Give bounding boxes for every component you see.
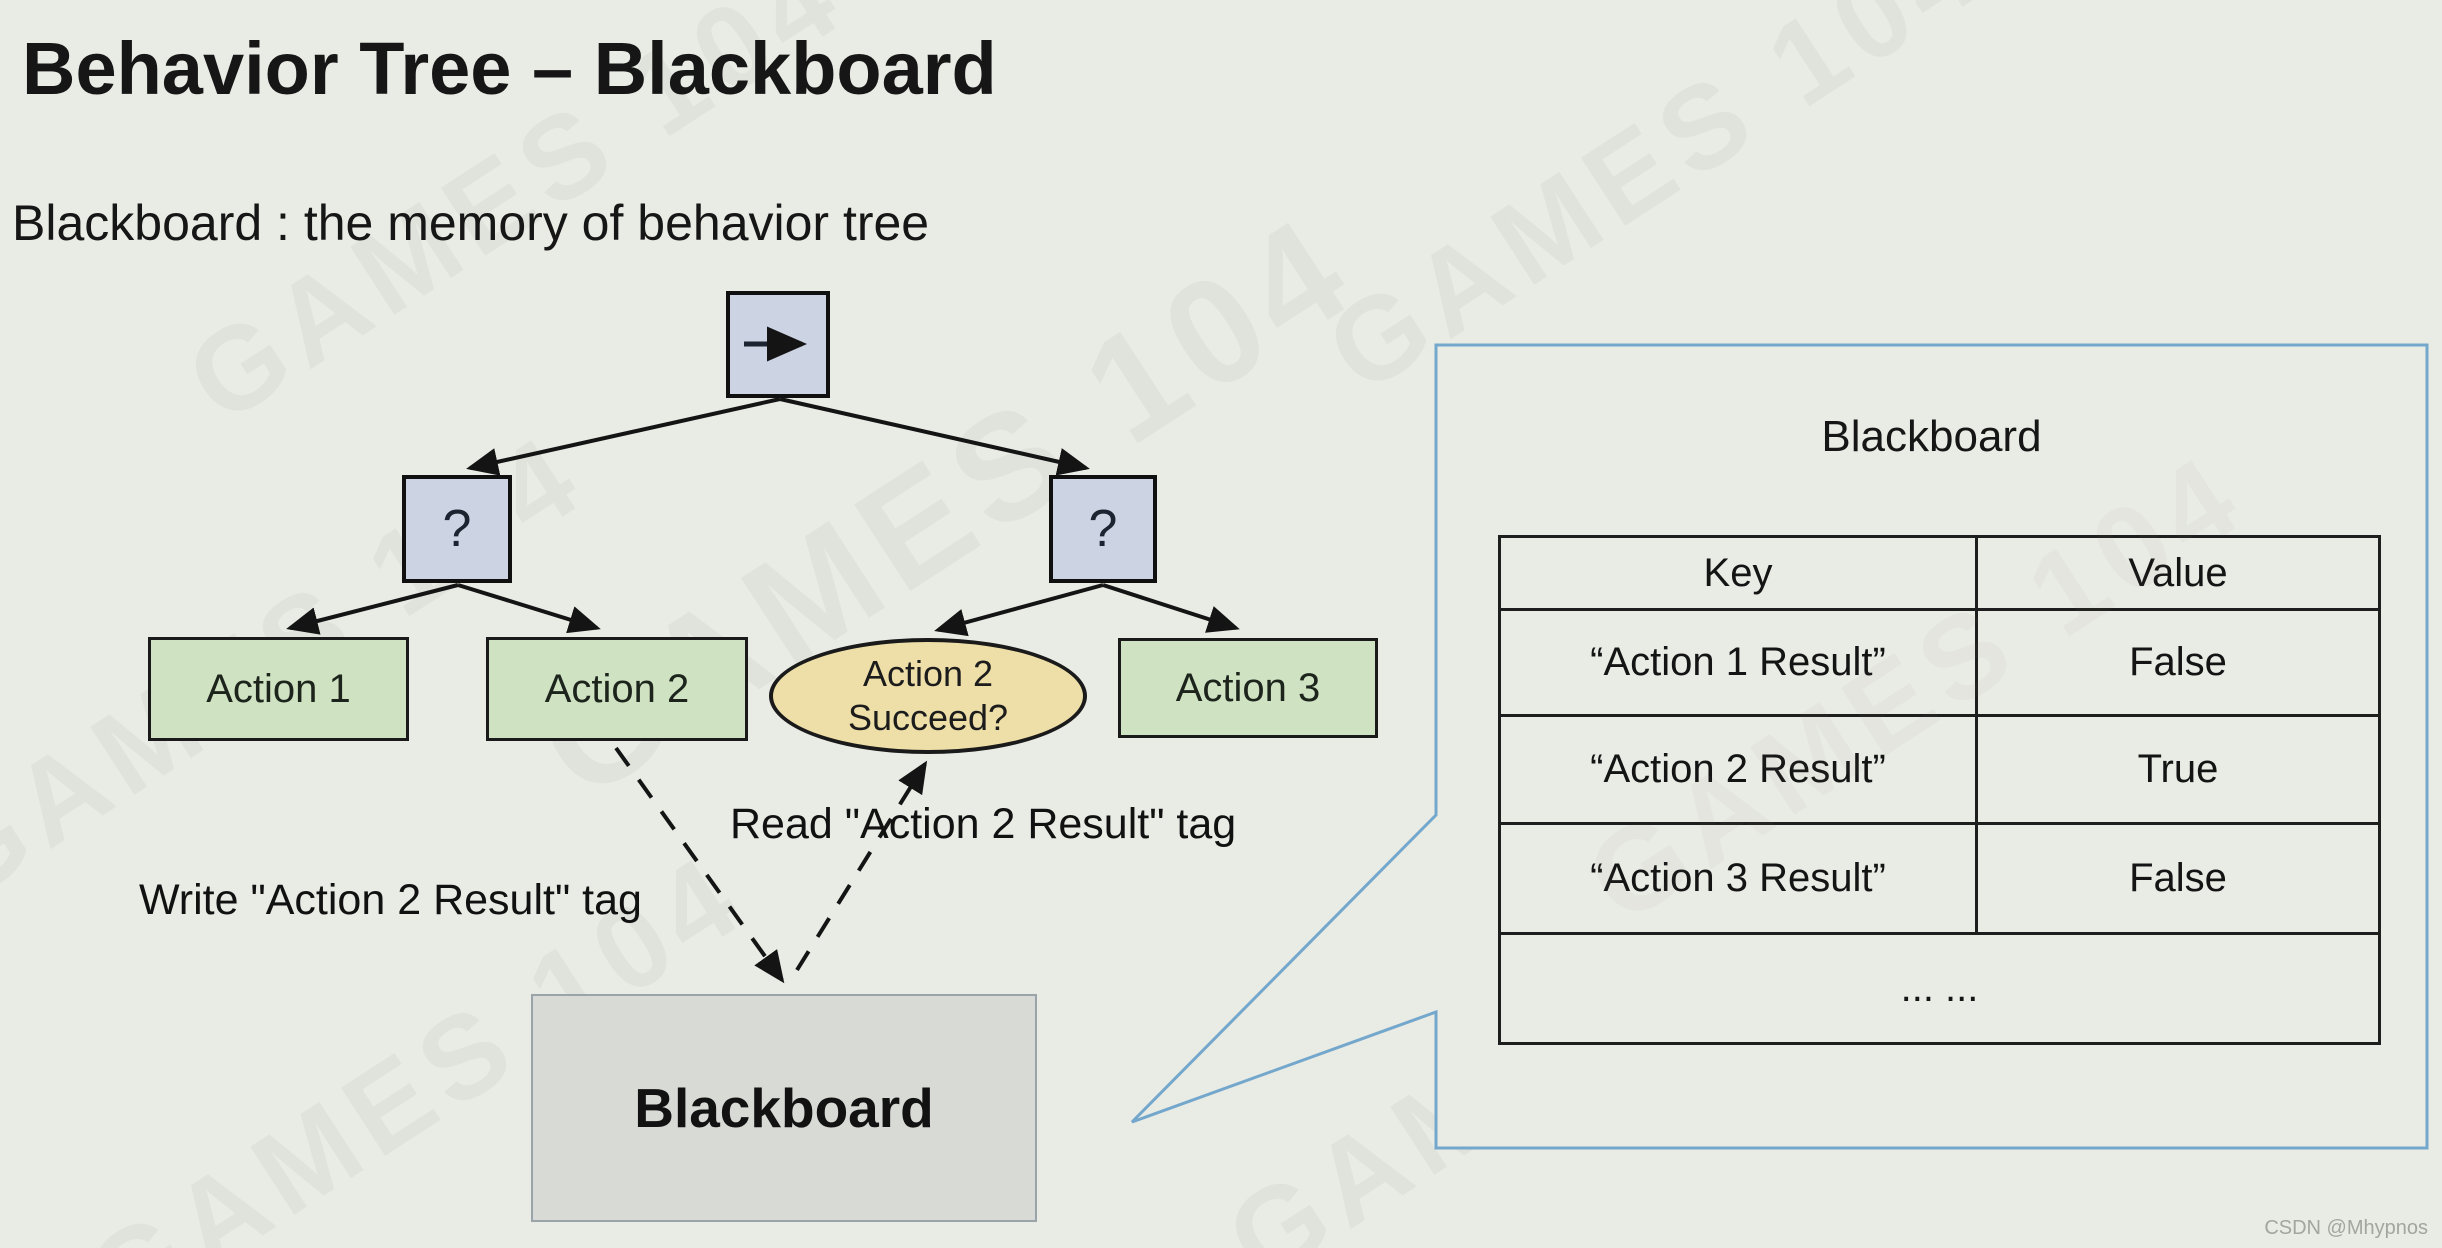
action2-node: Action 2 <box>486 637 748 741</box>
selector-question-label: ? <box>1088 500 1118 558</box>
key-cell: “Action 2 Result” <box>1498 714 1978 825</box>
csdn-credit: CSDN @Mhypnos <box>2264 1217 2428 1239</box>
table-row: “Action 1 Result” False <box>1498 608 2381 717</box>
key-cell: “Action 3 Result” <box>1498 822 1978 935</box>
table-header-row: Key Value <box>1498 535 2381 611</box>
value-cell: True <box>1975 714 2381 825</box>
read-tag-label: Read "Action 2 Result" tag <box>730 800 1237 848</box>
sequence-node <box>726 291 830 398</box>
blackboard-box: Blackboard <box>531 994 1037 1222</box>
action1-node: Action 1 <box>148 637 409 741</box>
callout-title: Blackboard <box>1821 412 2042 461</box>
read-arrow <box>795 760 928 972</box>
edge-root-to-selector-left <box>466 397 781 476</box>
selector-node-right: ? <box>1049 475 1157 583</box>
subtitle: Blackboard : the memory of behavior tree <box>12 195 930 251</box>
sequence-arrow-icon <box>744 326 807 362</box>
edge-selector-to-action3 <box>1102 583 1240 633</box>
write-arrow <box>614 746 785 984</box>
blackboard-box-label: Blackboard <box>634 1077 934 1139</box>
table-footer-row: ... ... <box>1498 932 2381 1045</box>
condition-line1: Action 2 <box>862 653 994 694</box>
value-cell: False <box>1975 608 2381 717</box>
page-title: Behavior Tree – Blackboard <box>22 27 997 110</box>
action3-node: Action 3 <box>1118 638 1378 738</box>
write-tag-label: Write "Action 2 Result" tag <box>139 876 642 924</box>
key-cell: “Action 1 Result” <box>1498 608 1978 717</box>
value-cell: False <box>1975 822 2381 935</box>
selector-question-label: ? <box>442 500 472 558</box>
edge-selector-to-action1 <box>286 583 459 635</box>
blackboard-table: Key Value “Action 1 Result” False “Actio… <box>1498 535 2381 1045</box>
edge-selector-to-condition <box>934 583 1104 637</box>
edge-root-to-selector-right <box>779 397 1090 476</box>
ellipsis-cell: ... ... <box>1498 932 2381 1045</box>
condition-node: Action 2 Succeed? <box>769 638 1087 754</box>
selector-node-left: ? <box>402 475 512 583</box>
table-row: “Action 3 Result” False <box>1498 822 2381 935</box>
key-header: Key <box>1498 535 1978 611</box>
table-row: “Action 2 Result” True <box>1498 714 2381 825</box>
value-header: Value <box>1975 535 2381 611</box>
condition-line2: Succeed? <box>847 697 1009 738</box>
edge-selector-to-action2 <box>457 583 601 634</box>
